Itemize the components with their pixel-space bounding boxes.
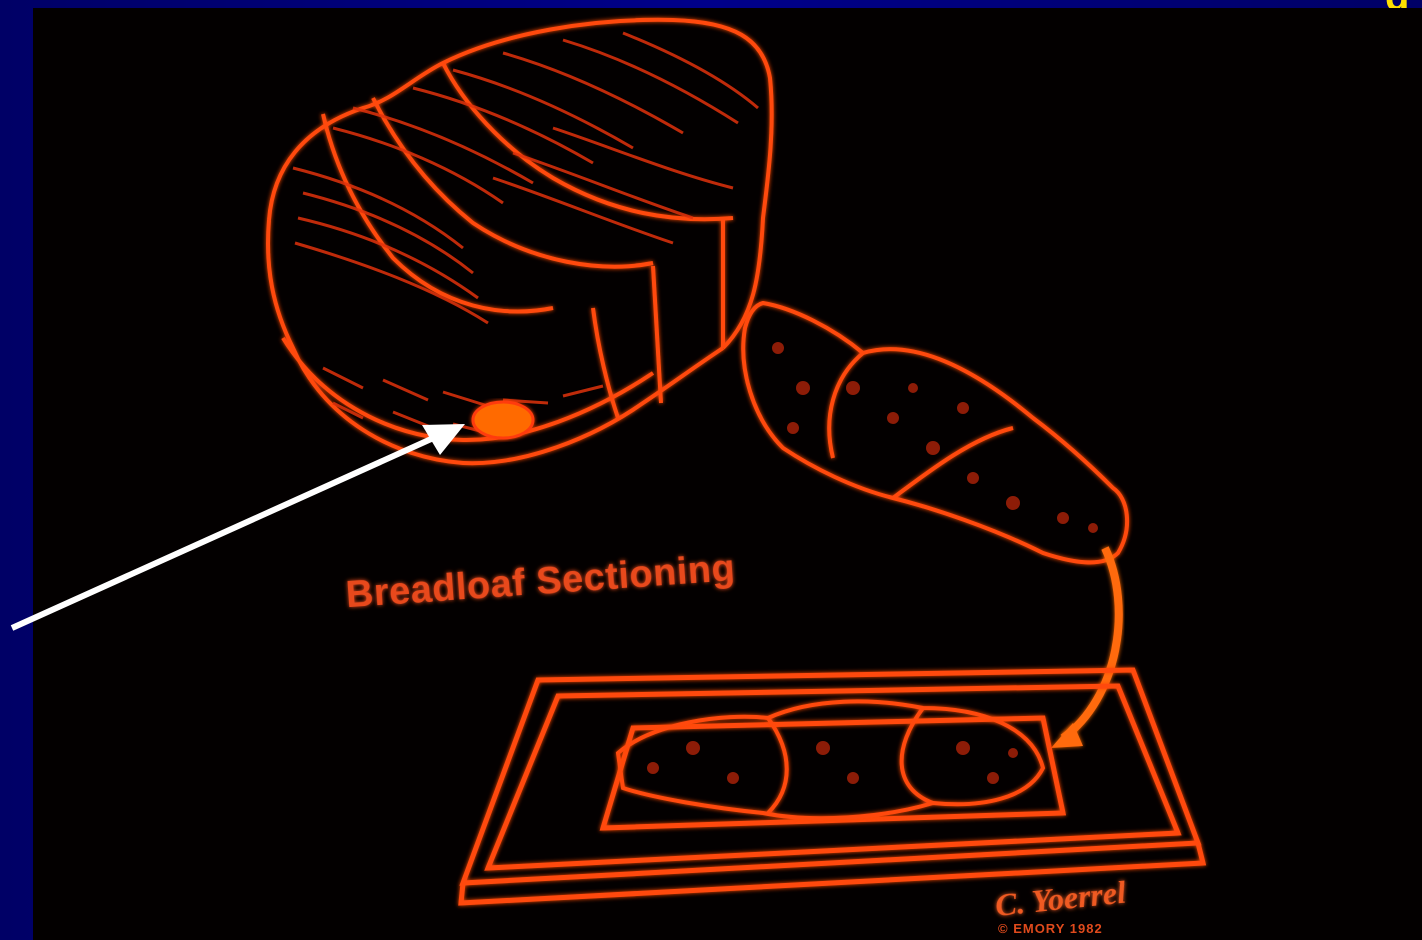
slice-to-slide-arrow — [1063, 548, 1119, 738]
tissue-block — [268, 20, 772, 463]
diagram-caption: Breadloaf Sectioning — [344, 547, 736, 616]
tissue-slice — [743, 303, 1127, 562]
slide-title-fragment: g — [1385, 0, 1422, 8]
diagram-photo: Breadloaf Sectioning C. Yoerrel © EMORY … — [33, 8, 1422, 940]
artist-signature-date: © EMORY 1982 — [998, 921, 1103, 936]
artist-signature: C. Yoerrel — [993, 874, 1127, 924]
breadloaf-illustration: Breadloaf Sectioning C. Yoerrel © EMORY … — [33, 8, 1422, 940]
lesion-marker — [473, 402, 533, 438]
slice-texture — [772, 342, 1098, 533]
slide-section-texture — [647, 741, 1018, 784]
